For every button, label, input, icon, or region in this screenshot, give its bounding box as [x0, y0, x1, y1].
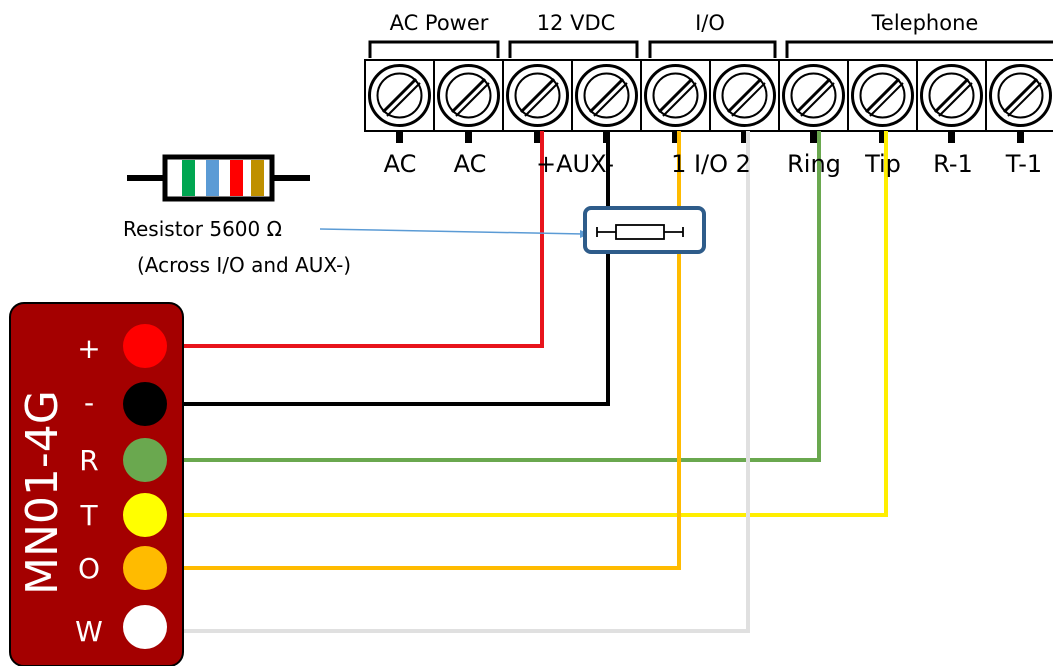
- wires: [172, 131, 888, 633]
- pin-o-orange: [123, 546, 167, 590]
- terminal-label-ring: Ring: [787, 150, 841, 178]
- wire-white: [172, 131, 750, 633]
- terminal-screw: [778, 59, 849, 143]
- device-mn01-4g: MN01-4G + - R T O W: [9, 302, 184, 666]
- bracket-io: [648, 40, 777, 58]
- wire-tip-yellow: [180, 131, 888, 517]
- pin-label-t: T: [79, 499, 98, 532]
- terminal-screw: [847, 59, 918, 143]
- pin-t-yellow: [123, 493, 167, 537]
- group-label-telephone: Telephone: [871, 11, 979, 35]
- terminal-label-io: 1 I/O 2: [671, 150, 751, 178]
- terminal-screw: [502, 59, 573, 143]
- terminal-label-r1: R-1: [933, 150, 973, 178]
- resistor-band-2: [206, 160, 219, 196]
- group-label-ac-power: AC Power: [390, 11, 489, 35]
- pin-plus-red: [123, 324, 167, 368]
- terminal-screw: [985, 59, 1053, 143]
- pin-minus-black: [123, 382, 167, 426]
- pin-label-o: O: [78, 552, 100, 585]
- pin-label-r: R: [79, 444, 98, 477]
- terminal-screw: [364, 59, 435, 143]
- pin-label-plus: +: [77, 332, 100, 365]
- terminal-label-ac-1: AC: [384, 150, 417, 178]
- pin-w-white: [123, 605, 167, 649]
- resistor-note-line2: (Across I/O and AUX-): [137, 253, 351, 277]
- pin-label-w: W: [75, 615, 103, 648]
- bracket-ac-power: [368, 40, 500, 58]
- terminal-block: [364, 59, 1053, 143]
- terminal-screw: [571, 59, 642, 143]
- resistor-icon: [127, 154, 310, 202]
- terminal-screw: [640, 59, 711, 143]
- terminal-screw: [916, 59, 987, 143]
- group-label-12vdc: 12 VDC: [537, 11, 616, 35]
- terminal-label-tip: Tip: [864, 150, 901, 178]
- terminal-screw: [433, 59, 504, 143]
- terminal-label-aux: +AUX-: [536, 150, 614, 178]
- circuit-resistor-highlight: [583, 206, 706, 254]
- resistor-band-4: [251, 160, 264, 196]
- terminal-screw: [709, 59, 780, 143]
- resistor-band-1: [182, 160, 195, 196]
- wire-ring-green: [180, 131, 821, 462]
- bracket-telephone: [785, 40, 1053, 58]
- terminal-labels: AC AC +AUX- 1 I/O 2 Ring Tip R-1 T-1: [384, 150, 1043, 178]
- group-label-io: I/O: [695, 11, 725, 35]
- resistor-band-3: [230, 160, 243, 196]
- wire-io-orange: [180, 131, 681, 570]
- wire-plus-red: [180, 131, 544, 348]
- terminal-label-t1: T-1: [1005, 150, 1042, 178]
- callout-arrow: [319, 228, 590, 238]
- pin-r-green: [123, 438, 167, 482]
- group-brackets: [368, 40, 1053, 58]
- pin-label-minus: -: [84, 386, 94, 419]
- device-name: MN01-4G: [17, 390, 68, 595]
- bracket-12vdc: [508, 40, 639, 58]
- resistor-note-line1: Resistor 5600 Ω: [123, 217, 282, 241]
- terminal-label-ac-2: AC: [454, 150, 487, 178]
